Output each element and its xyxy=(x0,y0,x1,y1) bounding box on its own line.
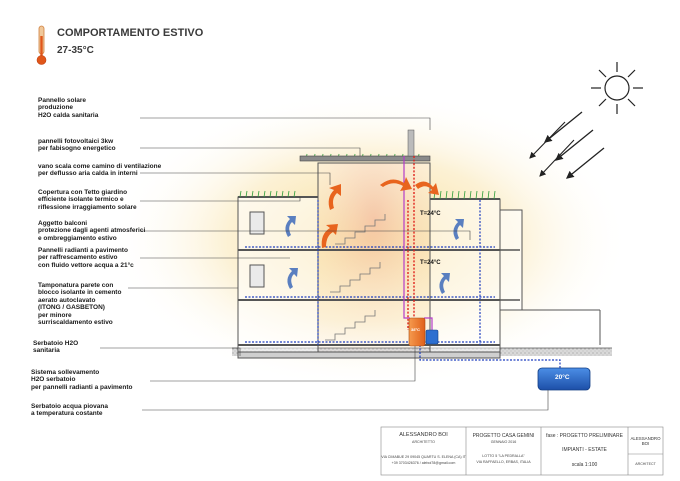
logo-sub: ARCHITECT xyxy=(635,462,656,466)
radiant-floor-pipes xyxy=(245,200,561,368)
boiler-temp: 38°C xyxy=(411,327,420,332)
phase-label: fase : PROGETTO PRELIMINARE xyxy=(546,433,623,439)
solar-circuit xyxy=(403,156,433,334)
scale-label: scala 1:100 xyxy=(571,462,598,468)
project-date: GENNAIO 2016 xyxy=(490,440,517,444)
logo-name: ALESSANDRO BOI xyxy=(630,436,661,446)
architect-name: ALESSANDRO BOI xyxy=(399,432,448,438)
rain-tank-temp: 20°C xyxy=(555,374,570,381)
hot-air-arrows xyxy=(321,177,439,248)
temperature-range: 27-35°C xyxy=(57,45,94,56)
reflected-rays xyxy=(529,121,575,177)
sheet-name: IMPIANTI - ESTATE xyxy=(562,447,607,453)
temp-upper-floor: T=24°C xyxy=(420,211,441,217)
temp-middle-floor: T=24°C xyxy=(420,260,441,266)
architect-contact: +39 3703426376 / aleboi78@gmail.com xyxy=(391,461,456,465)
solar-panel-icon xyxy=(299,129,431,162)
rain-tank xyxy=(537,367,591,391)
building-section xyxy=(237,159,601,359)
title-block xyxy=(380,426,664,476)
project-name: PROGETTO CASA GEMINI xyxy=(472,433,535,439)
pump-icon xyxy=(425,329,439,345)
hot-water-pipe xyxy=(407,156,415,330)
page-title: COMPORTAMENTO ESTIVO xyxy=(57,27,204,39)
callout-leaders xyxy=(100,117,549,411)
architect-address: VIA CIMABUE 29 09045 QUARTU S. ELENA (CA… xyxy=(381,455,466,459)
sun-icon xyxy=(591,62,643,114)
project-lot: LOTTO 5 "LA PEDRALLA" xyxy=(482,454,525,458)
boiler xyxy=(408,317,426,347)
architect-role: ARCHITETTO xyxy=(412,440,435,444)
project-location: VIA RAFFAELLO, ERBAS, ITALIA xyxy=(476,460,531,464)
cool-air-arrows xyxy=(285,216,464,294)
thermometer-icon xyxy=(36,25,47,65)
